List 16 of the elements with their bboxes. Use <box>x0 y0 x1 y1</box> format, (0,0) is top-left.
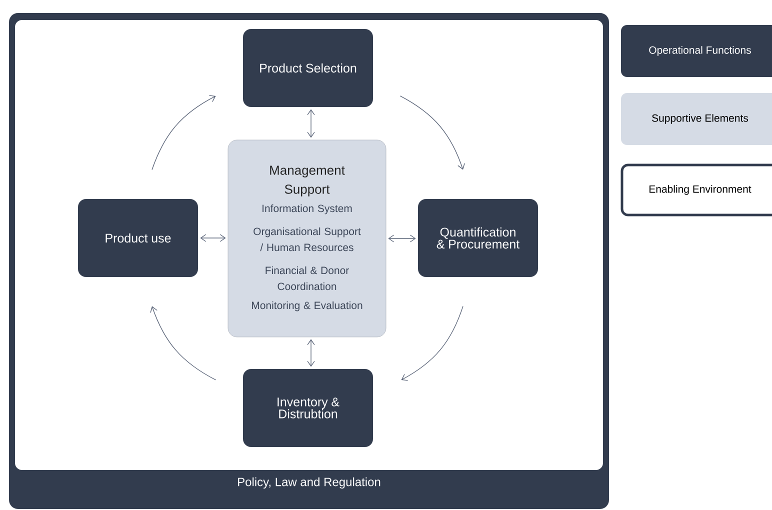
process-box: Quantification & Procurement <box>418 198 538 277</box>
process-box: Inventory & Distrubtion <box>243 368 373 447</box>
arrow <box>400 96 465 170</box>
arrow <box>388 234 416 242</box>
arrow <box>200 234 226 242</box>
legend-item: Supportive Elements <box>621 92 772 145</box>
arrow <box>307 339 315 367</box>
arrow <box>401 306 464 381</box>
process-box: Product Selection <box>243 28 373 107</box>
arrow <box>152 95 216 170</box>
legend-item: Operational Functions <box>621 24 772 77</box>
legend-item: Enabling Environment <box>620 164 772 216</box>
support-box: Management Support Information System Organisational Support / Human Resources Financial & Donor Coordination Monitoring & Evaluation <box>228 140 386 338</box>
process-box: Product use <box>78 198 198 277</box>
arrow <box>307 109 315 138</box>
arrow <box>150 306 216 380</box>
